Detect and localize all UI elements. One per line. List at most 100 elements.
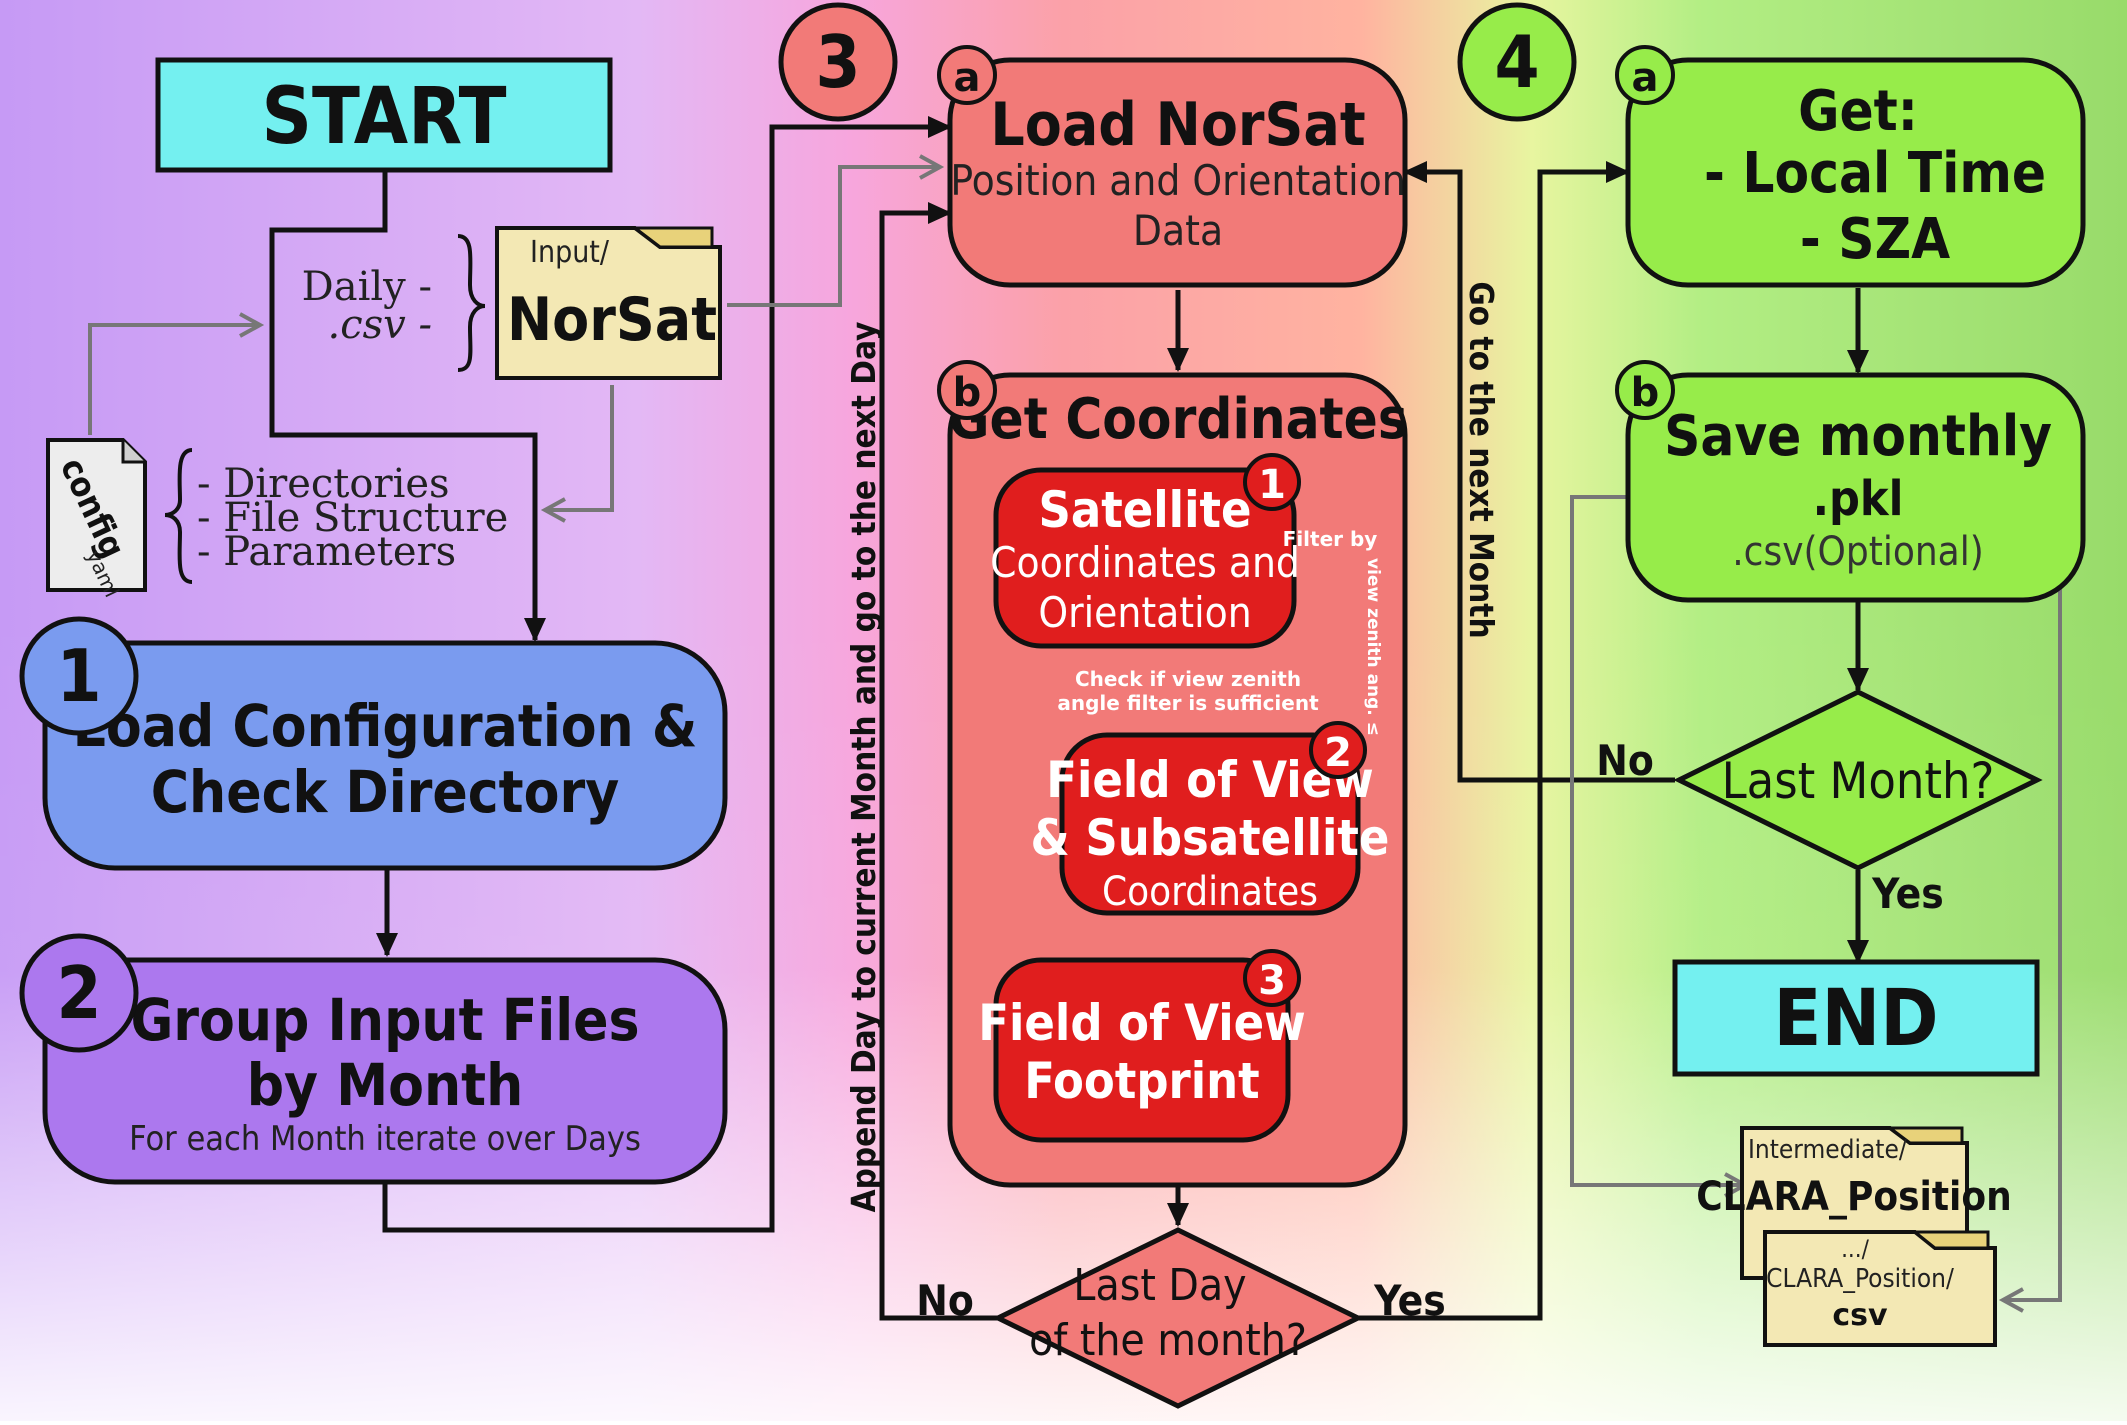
- step3b-badge-letter: b: [953, 370, 982, 416]
- day-decision-line2: of the month?: [1029, 1315, 1307, 1366]
- config-item-3: - Parameters: [197, 529, 456, 575]
- step4a-line2: - Local Time: [1704, 141, 2046, 206]
- step3b-title: Get Coordinates: [948, 387, 1408, 452]
- step1-line1: Load Configuration &: [73, 692, 698, 760]
- step3a-title: Load NorSat: [990, 90, 1365, 160]
- step4a-line1: Get:: [1798, 79, 1918, 144]
- step2-sub: For each Month iterate over Days: [129, 1119, 641, 1159]
- step2-line2: by Month: [247, 1051, 524, 1119]
- decision-last-month: Last Month?: [1673, 689, 2043, 871]
- step4a-badge-letter: a: [1632, 55, 1659, 101]
- daily-label-line1: Daily -: [302, 264, 432, 310]
- substep3-fov-footprint: Field of View Footprint: [978, 957, 1306, 1143]
- substep2-line3: Coordinates: [1102, 869, 1318, 915]
- step3a-load-norsat: Load NorSat Position and Orientation Dat…: [947, 57, 1408, 288]
- substep1-number: 1: [1258, 462, 1286, 508]
- substep3-number: 3: [1258, 958, 1286, 1004]
- start-terminal: START: [155, 57, 613, 173]
- step2-number-badge: 2: [19, 933, 139, 1053]
- substep1-line2: Coordinates and: [990, 538, 1300, 587]
- check-label-line2: angle filter is sufficient: [1057, 691, 1319, 715]
- step4a-badge: a: [1615, 45, 1675, 105]
- step4b-badge-letter: b: [1631, 370, 1660, 416]
- end-terminal: END: [1672, 959, 2040, 1077]
- start-label: START: [261, 72, 506, 162]
- day-decision-line1: Last Day: [1073, 1260, 1246, 1311]
- step3a-line3: Data: [1133, 206, 1223, 255]
- day-loop-label: Append Day to current Month and go to th…: [844, 322, 883, 1213]
- connector-start-to-step1: [269, 170, 546, 642]
- end-label: END: [1774, 974, 1939, 1064]
- step3-number: 3: [815, 20, 860, 104]
- month-decision-label: Last Month?: [1722, 752, 1995, 810]
- day-decision-yes: Yes: [1373, 1276, 1446, 1325]
- step3a-badge-letter: a: [954, 55, 981, 101]
- substep2-field-of-view: Field of View & Subsatellite Coordinates: [1031, 732, 1390, 916]
- step4b-line1: Save monthly: [1664, 404, 2052, 469]
- output-folder-csv: .../ CLARA_Position/ csv: [1763, 1230, 1997, 1347]
- substep3-badge: 3: [1243, 949, 1301, 1007]
- connector-day-no-loop: [879, 202, 998, 1321]
- step2-group-input-files: Group Input Files by Month For each Mont…: [42, 957, 728, 1185]
- step3a-badge: a: [937, 45, 997, 105]
- month-decision-no: No: [1596, 736, 1654, 785]
- check-label-line1: Check if view zenith: [1075, 667, 1301, 691]
- daily-brace: [457, 234, 486, 372]
- substep2-number: 2: [1324, 730, 1352, 776]
- csv-folder-prefix: .../: [1841, 1235, 1870, 1263]
- substep1-badge: 1: [1243, 453, 1301, 511]
- config-brace: [164, 448, 193, 584]
- step4a-line3: - SZA: [1800, 207, 1950, 272]
- step2-number: 2: [56, 951, 101, 1035]
- connector-norsat-to-step3a: [727, 154, 945, 307]
- substep3-line2: Footprint: [1024, 1052, 1259, 1110]
- config-item-2: - File Structure: [197, 495, 508, 541]
- daily-label-line2: .csv -: [328, 302, 432, 348]
- step4b-save-monthly: Save monthly .pkl .csv(Optional): [1625, 372, 2086, 603]
- step4b-badge: b: [1615, 360, 1675, 420]
- decision-last-day: Last Day of the month?: [992, 1227, 1364, 1409]
- filter-label-vertical: view zenith ang. ≤: [1363, 558, 1383, 736]
- step2-line1: Group Input Files: [130, 986, 639, 1054]
- pkl-folder-name: CLARA_Position: [1696, 1174, 2011, 1220]
- daily-csv-label: Daily - .csv -: [302, 234, 486, 372]
- substep2-badge: 2: [1309, 721, 1367, 779]
- substep1-title: Satellite: [1038, 481, 1251, 539]
- month-decision-yes: Yes: [1871, 869, 1944, 918]
- substep2-line2: & Subsatellite: [1031, 809, 1390, 867]
- config-items: - Directories - File Structure - Paramet…: [164, 448, 508, 584]
- substep1-satellite-coordinates: Satellite Coordinates and Orientation: [990, 467, 1300, 649]
- step1-number: 1: [56, 634, 101, 718]
- connector-day-yes-to-step4a: [1358, 161, 1630, 1321]
- filter-annotation: Filter by view zenith ang. ≤ Check if vi…: [1057, 527, 1383, 736]
- step1-load-configuration: Load Configuration & Check Directory: [42, 640, 728, 871]
- config-item-1: - Directories: [197, 461, 450, 507]
- filter-label-line1: Filter by: [1283, 527, 1378, 551]
- connector-step2-to-step3a: [382, 116, 952, 1233]
- step4-number-badge: 4: [1457, 2, 1577, 122]
- connector-config-to-main: [88, 312, 265, 435]
- connector-norsat-to-config-items: [540, 385, 614, 523]
- step3b-badge: b: [937, 360, 997, 420]
- csv-folder-path: CLARA_Position/: [1766, 1264, 1954, 1294]
- step3-number-badge: 3: [778, 2, 898, 122]
- day-decision-no: No: [916, 1276, 974, 1325]
- substep3-line1: Field of View: [978, 994, 1305, 1052]
- step1-line2: Check Directory: [151, 758, 619, 826]
- step1-number-badge: 1: [19, 616, 139, 736]
- input-folder-name: NorSat: [507, 285, 717, 355]
- month-loop-label: Go to the next Month: [1462, 281, 1501, 638]
- connector-month-no-to-step3a: [1403, 161, 1675, 783]
- input-folder-prefix: Input/: [530, 235, 610, 270]
- substep1-line3: Orientation: [1038, 588, 1251, 637]
- csv-folder-name: csv: [1832, 1298, 1888, 1333]
- step4-number: 4: [1494, 20, 1539, 104]
- step3a-line2: Position and Orientation: [950, 156, 1405, 205]
- input-folder: Input/ NorSat: [495, 226, 722, 380]
- step4a-get-time-sza: Get: - Local Time - SZA: [1625, 57, 2086, 288]
- pkl-folder-prefix: Intermediate/: [1748, 1135, 1907, 1165]
- config-file-icon: config yaml: [46, 438, 147, 601]
- step4b-line3: .csv(Optional): [1732, 529, 1983, 575]
